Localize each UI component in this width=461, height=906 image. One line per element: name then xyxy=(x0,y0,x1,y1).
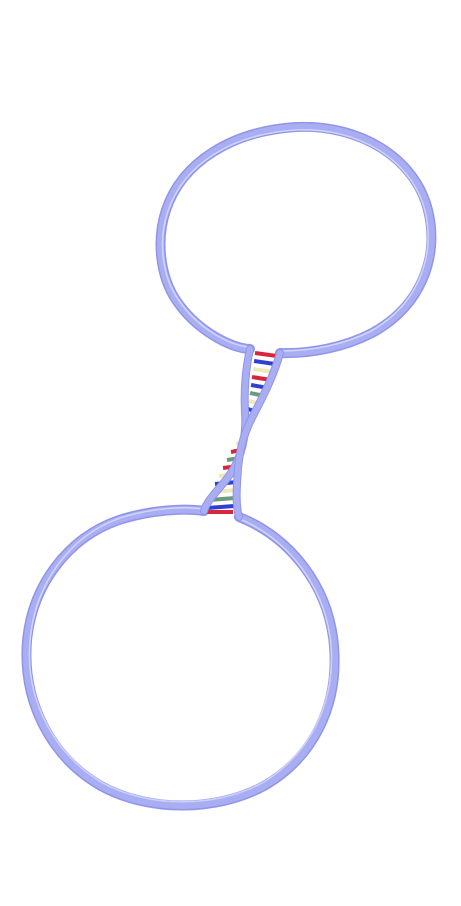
top-loop-backbone xyxy=(157,123,435,357)
top-loop-highlight xyxy=(161,129,429,352)
base-pair xyxy=(254,351,278,358)
base-pair xyxy=(206,504,235,510)
top-dna-loop xyxy=(155,121,437,359)
double-helix-bridge xyxy=(200,345,284,521)
helix-strand-right xyxy=(233,350,283,520)
base-pair xyxy=(253,359,276,366)
bottom-loop-highlight xyxy=(28,506,333,803)
bottom-loop-backbone xyxy=(22,506,339,809)
bottom-dna-loop xyxy=(21,504,340,811)
